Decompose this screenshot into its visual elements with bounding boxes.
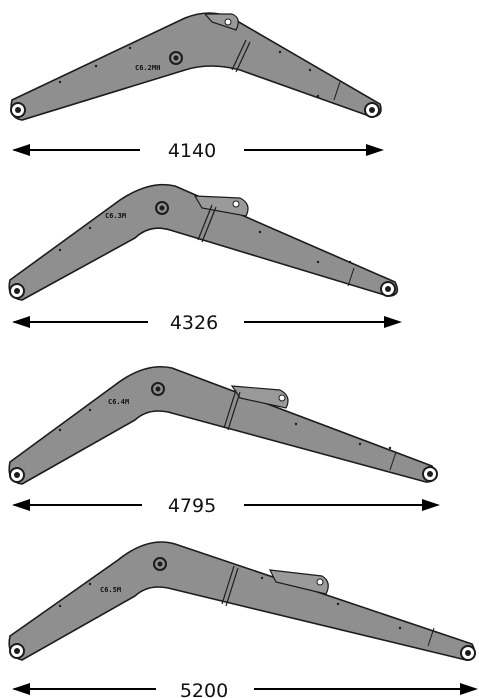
boom-detail-dots [58, 46, 402, 630]
dimension-2: 4326 [12, 312, 402, 334]
dimension-4: 5200 [12, 680, 478, 698]
boom-4-body [8, 541, 476, 661]
boom-2: C6.3M [8, 183, 399, 301]
boom-1-body [10, 12, 382, 121]
boom-3: C6.4M [8, 366, 438, 485]
boom-3-model-label: C6.4M [108, 398, 129, 406]
boom-1-model-label: C6.2MH [135, 64, 160, 72]
dimension-1: 4140 [12, 140, 384, 162]
boom-2-length-label: 4326 [170, 312, 218, 334]
boom-1: C6.2MH [10, 12, 382, 121]
boom-2-model-label: C6.3M [105, 212, 126, 220]
boom-3-body [8, 366, 436, 485]
boom-4-length-label: 5200 [180, 680, 228, 698]
boom-1-plate [203, 13, 239, 31]
dimension-3: 4795 [12, 495, 440, 517]
boom-3-length-label: 4795 [168, 495, 216, 517]
boom-4-model-label: C6.5M [100, 586, 121, 594]
boom-3-plate [230, 385, 289, 409]
boom-1-length-label: 4140 [168, 140, 216, 162]
boom-4: C6.5M [8, 541, 476, 661]
boom-4-plate [268, 569, 329, 595]
